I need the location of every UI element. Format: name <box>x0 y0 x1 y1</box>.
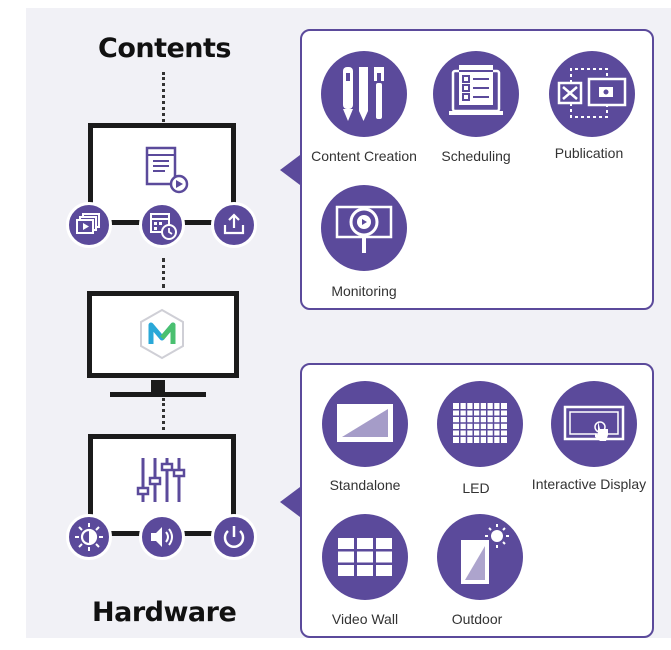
calendar-clock-icon <box>139 202 185 248</box>
brightness-icon <box>66 514 112 560</box>
document-play-icon <box>145 146 191 194</box>
standalone-display-icon <box>322 381 408 467</box>
interactive-display-label: Interactive Display <box>531 476 647 492</box>
upload-icon <box>211 202 257 248</box>
server-monitor <box>87 291 239 378</box>
outdoor-label: Outdoor <box>451 611 503 627</box>
connector-dots <box>162 258 165 288</box>
equalizer-sliders-icon <box>135 454 187 506</box>
magicinfo-logo-icon <box>136 308 188 360</box>
monitoring-magnifier-icon <box>321 185 407 271</box>
connector-dots <box>162 398 165 430</box>
volume-icon <box>139 514 185 560</box>
monitor-base <box>110 392 206 397</box>
contents-heading: Contents <box>98 33 232 64</box>
monitor-stand <box>151 380 165 392</box>
content-creation-label: Content Creation <box>311 148 417 164</box>
touch-display-icon <box>551 381 637 467</box>
led-grid-icon <box>437 381 523 467</box>
outdoor-display-icon <box>437 514 523 600</box>
hardware-monitor <box>88 434 236 536</box>
scheduling-label: Scheduling <box>441 148 511 164</box>
pen-pencil-tools-icon <box>321 51 407 137</box>
hardware-card-pointer <box>280 487 300 517</box>
video-wall-label: Video Wall <box>331 611 399 627</box>
schedule-list-icon <box>433 51 519 137</box>
publication-label: Publication <box>554 145 624 161</box>
led-label: LED <box>462 480 490 496</box>
media-library-icon <box>66 202 112 248</box>
contents-card-pointer <box>280 155 300 185</box>
power-icon <box>211 514 257 560</box>
hardware-heading: Hardware <box>92 597 237 628</box>
publish-screens-icon <box>549 51 635 137</box>
monitoring-label: Monitoring <box>331 283 397 299</box>
video-wall-icon <box>322 514 408 600</box>
standalone-label: Standalone <box>329 477 401 493</box>
connector-dots <box>162 72 165 122</box>
